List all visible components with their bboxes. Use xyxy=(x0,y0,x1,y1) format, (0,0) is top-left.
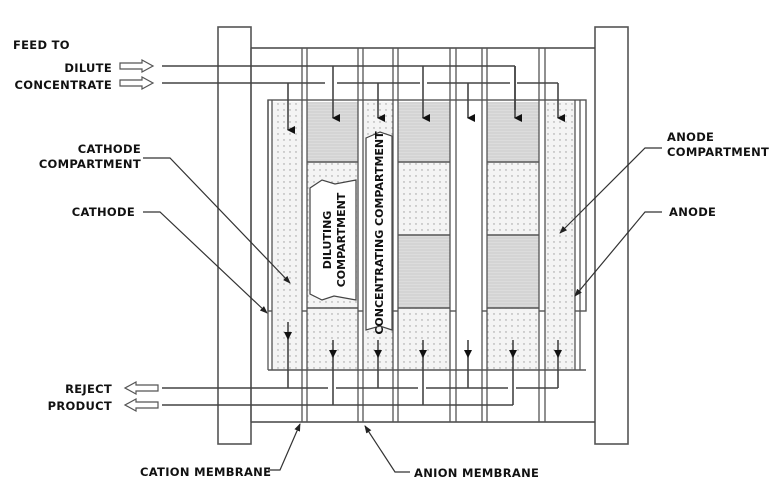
diluting-label-1: DILUTING xyxy=(321,211,334,270)
anode-compartment-label-1: ANODE xyxy=(667,130,714,144)
compartment-3-dots-bottom xyxy=(398,308,450,370)
anode-label: ANODE xyxy=(669,205,716,219)
compartment-5-dots xyxy=(487,162,539,235)
outlet-pipes xyxy=(162,387,558,406)
compartment-3-shade-mid xyxy=(398,235,450,308)
anode-compartment-leader xyxy=(559,147,662,234)
compartment-3-shade-top xyxy=(398,102,450,162)
product-label: PRODUCT xyxy=(48,399,112,413)
feed-to-label: FEED TO xyxy=(13,38,70,52)
anion-membrane-leader xyxy=(364,425,410,473)
cathode-label: CATHODE xyxy=(72,205,135,219)
membranes xyxy=(250,48,581,422)
anode-compartment-label-2: COMPARTMENT xyxy=(667,145,769,159)
outlet-flow-arrows xyxy=(284,322,562,405)
cathode-compartment-label-2: COMPARTMENT xyxy=(39,157,141,171)
inlet-flow-arrows xyxy=(287,66,565,134)
concentrating-label: CONCENTRATING COMPARTMENT xyxy=(373,131,386,335)
left-end-plate xyxy=(217,26,252,445)
cathode-leader xyxy=(143,211,268,314)
cation-membrane-label: CATION MEMBRANE xyxy=(140,465,271,479)
concentrating-cutaway xyxy=(365,131,393,331)
diluting-label-2: COMPARTMENT xyxy=(335,192,348,287)
inlet-arrow-icon xyxy=(119,58,155,91)
anode-leader xyxy=(574,211,662,297)
cathode-compartment-leader xyxy=(143,157,291,284)
dilute-label: DILUTE xyxy=(64,61,112,75)
diluting-cutaway xyxy=(309,179,357,301)
anion-membrane-label: ANION MEMBRANE xyxy=(414,466,539,480)
compartment-5-shade-top xyxy=(487,102,539,162)
cathode-compartment-label-1: CATHODE xyxy=(78,142,141,156)
compartment-3-dots xyxy=(398,162,450,235)
compartment-4 xyxy=(456,102,482,370)
concentrate-label: CONCENTRATE xyxy=(15,78,112,92)
cathode-compartment xyxy=(272,102,302,370)
right-end-plate xyxy=(594,26,629,445)
compartment-5-shade-mid xyxy=(487,235,539,308)
outlet-arrow-icon xyxy=(123,380,159,413)
anode-compartment xyxy=(545,102,575,370)
reject-label: REJECT xyxy=(65,382,112,396)
cation-membrane-leader xyxy=(268,423,301,471)
